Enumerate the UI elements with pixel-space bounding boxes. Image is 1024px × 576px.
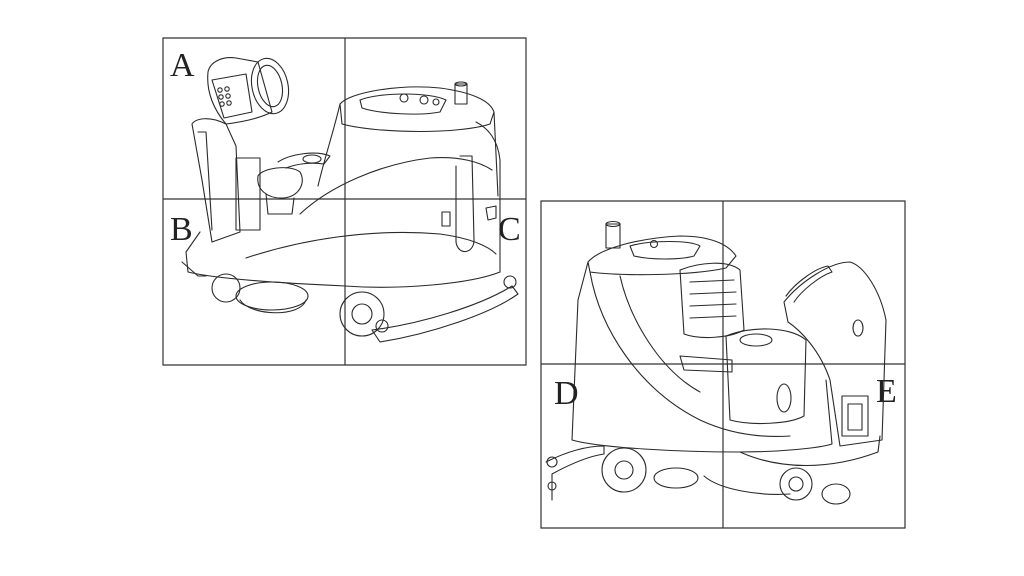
brush-deck [236, 282, 308, 310]
label-c: C [498, 211, 521, 248]
body-front-curve [590, 272, 790, 436]
tank-knob [433, 99, 439, 105]
beacon-light-top [606, 222, 620, 227]
seat-cushion [258, 168, 303, 198]
column-label-plate [236, 158, 260, 230]
body-shell [186, 122, 500, 287]
front-wheel [602, 448, 646, 492]
left-panel: A B C [163, 38, 526, 365]
tank-top [588, 236, 736, 275]
filler-cap [777, 384, 791, 412]
column-body [192, 119, 240, 242]
dash-button [219, 95, 223, 99]
tank-top-panel [630, 242, 700, 260]
dash-button [220, 102, 224, 106]
label-d: D [554, 375, 579, 412]
scrubber-front-view [546, 222, 886, 505]
beacon-light [455, 84, 467, 104]
label-e: E [876, 373, 897, 410]
steering-wheel [247, 55, 294, 117]
drain-hose [456, 156, 474, 252]
steering-column [208, 58, 272, 124]
scrubber-rear-view [182, 55, 518, 342]
tank-rear-edge [494, 112, 498, 196]
dash-button [225, 87, 229, 91]
label-a: A [170, 47, 195, 84]
column-label-plate-inner [848, 404, 862, 430]
tank-top-panel [360, 94, 446, 114]
tank-top [340, 87, 494, 132]
squeegee-knob [376, 320, 388, 332]
seat-box-lid [740, 334, 772, 346]
seat-base [266, 194, 294, 214]
column-inner-line [198, 132, 212, 230]
vent-housing [680, 263, 744, 337]
seat-box [726, 329, 806, 424]
squeegee-assembly [546, 446, 604, 500]
body-inner-curve [620, 276, 700, 392]
tank-front-edge [318, 104, 340, 186]
rear-wheel [340, 292, 384, 336]
steering-handle [786, 266, 832, 302]
drive-wheel [822, 484, 850, 504]
hose-clip [486, 206, 496, 220]
rear-wheel [780, 468, 812, 500]
body-shell [572, 262, 832, 452]
side-connector [442, 212, 450, 226]
front-wheel [212, 274, 240, 302]
vent-slat [690, 316, 736, 318]
vent-slat [690, 292, 736, 294]
brush-skirt [704, 476, 790, 494]
steering-wheel-inner [254, 63, 286, 109]
beacon-light [606, 224, 620, 248]
vent-slat [690, 304, 736, 306]
rear-wheel-hub [352, 304, 372, 324]
body-curve-lower [246, 232, 496, 258]
body-curve-side [300, 158, 492, 214]
squeegee-knob [547, 457, 557, 467]
platform-emblem [303, 155, 321, 163]
dashboard-panel [212, 74, 252, 118]
squeegee-knob [548, 482, 556, 490]
tank-knob [651, 241, 658, 248]
dash-button [218, 88, 222, 92]
steering-column [784, 262, 886, 446]
front-bumper [740, 436, 880, 466]
squeegee-assembly [372, 286, 518, 342]
column-label-plate [842, 396, 868, 436]
front-wheel-hub [615, 461, 633, 479]
right-panel: D E [541, 201, 905, 528]
dash-button [227, 101, 231, 105]
front-bumper [182, 262, 206, 276]
brush-deck [654, 468, 698, 488]
step-plate [680, 356, 732, 372]
label-b: B [170, 211, 193, 248]
tank-knob [420, 96, 428, 104]
rear-wheel-hub [789, 477, 803, 491]
tank-knob [400, 94, 408, 102]
dash-button [226, 94, 230, 98]
vent-slat [690, 280, 734, 282]
squeegee-knob [504, 276, 516, 288]
beacon-light-top [455, 82, 467, 86]
seat-platform [278, 153, 330, 168]
brush-skirt [240, 300, 306, 313]
column-knob [853, 320, 863, 336]
